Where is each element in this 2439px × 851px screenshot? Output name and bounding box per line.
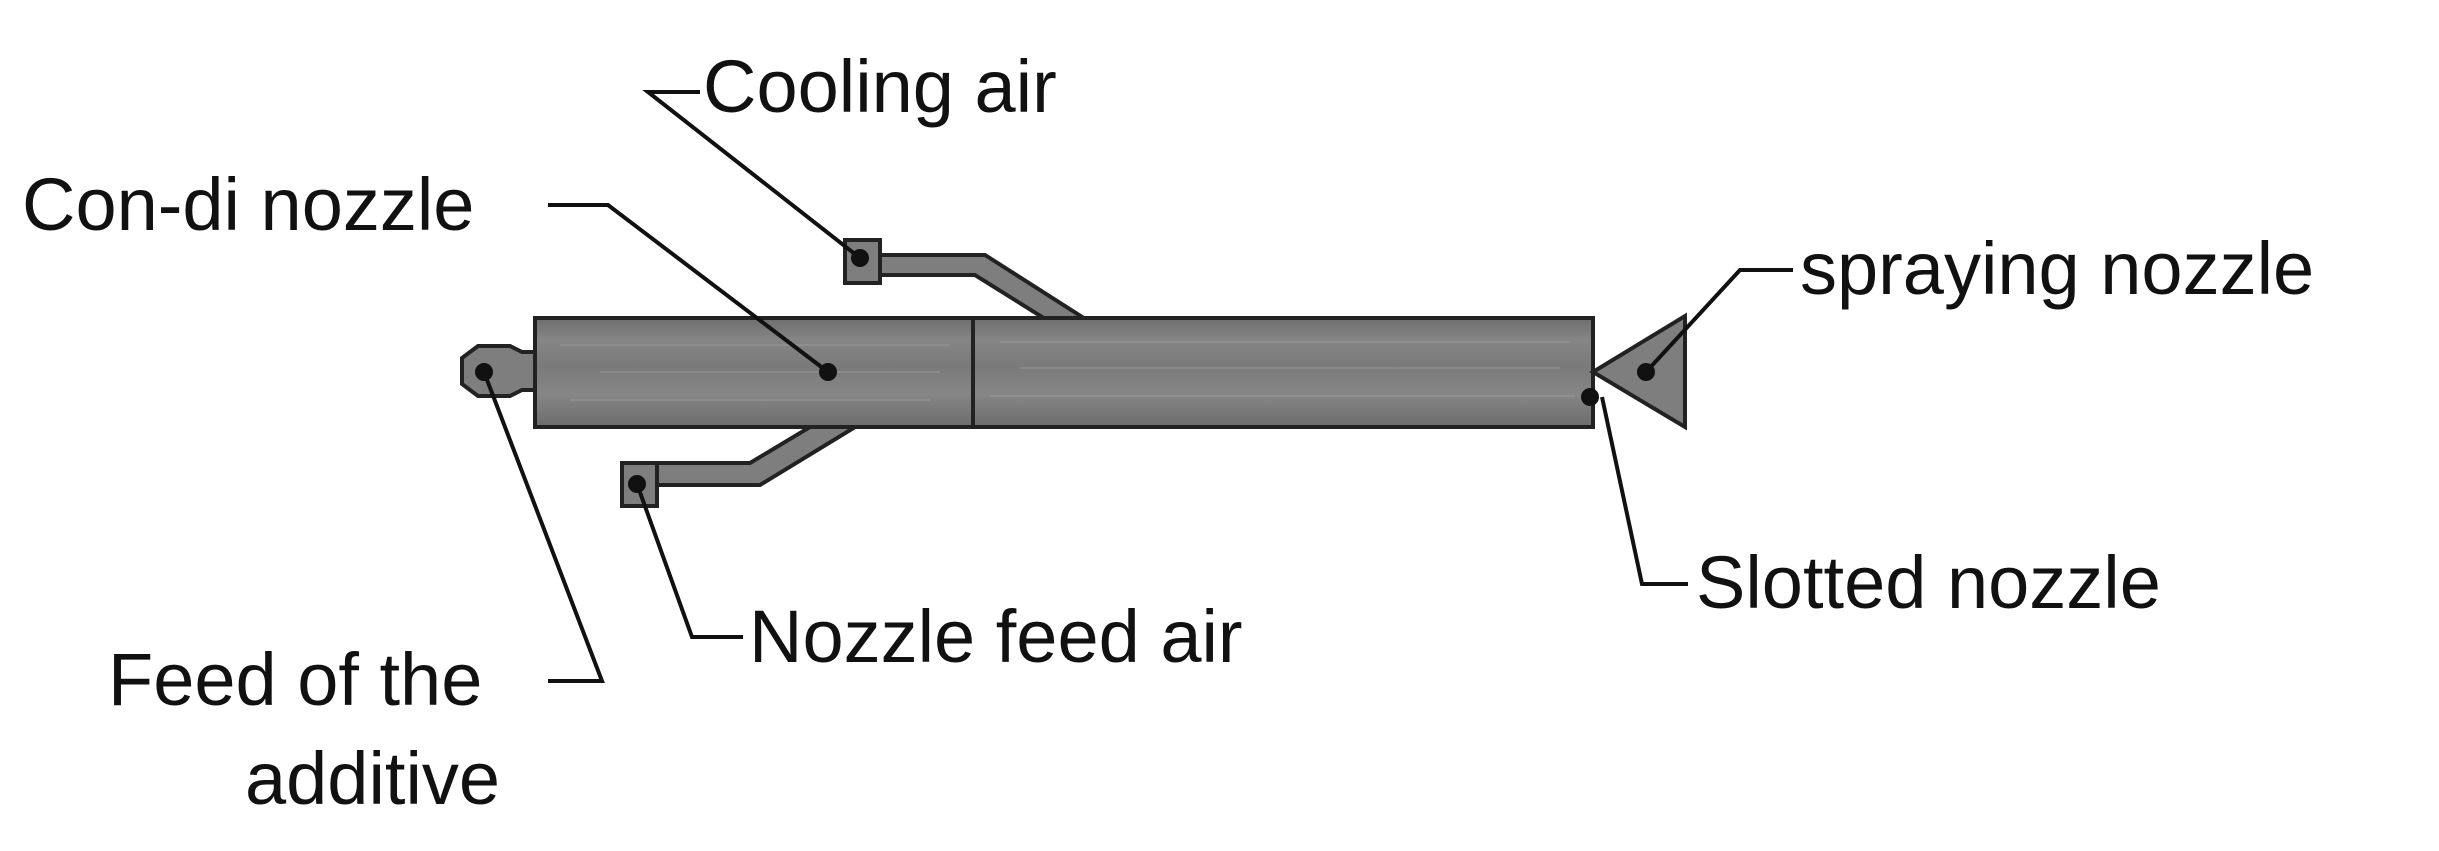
nozzle-feed-air-inlet xyxy=(620,461,659,508)
feed-of-additive-label-line2: additive xyxy=(245,737,501,820)
nozzle-feed-air-label: Nozzle feed air xyxy=(749,595,1243,678)
con-di-nozzle-dot xyxy=(819,363,837,381)
feed-of-additive-label-line1: Feed of the xyxy=(108,638,483,721)
nozzle-feed-air-leader xyxy=(635,483,743,639)
feed-of-additive-dot xyxy=(475,363,493,381)
spraying-nozzle-label: spraying nozzle xyxy=(1800,227,2315,310)
cooling-air-inlet xyxy=(843,238,882,285)
spraying-nozzle-dot xyxy=(1637,363,1655,381)
nozzle-feed-air-dot xyxy=(628,475,646,493)
cooling-air-leader xyxy=(642,90,862,260)
cooling-air-dot xyxy=(851,249,869,267)
con-di-nozzle-label: Con-di nozzle xyxy=(22,163,475,246)
con-di-nozzle-leader xyxy=(548,203,830,374)
cooling-air-label: Cooling air xyxy=(703,45,1057,128)
additive-feed-fitting xyxy=(460,344,537,398)
feed-of-additive-leader xyxy=(482,371,605,683)
slotted-nozzle-dot xyxy=(1581,388,1599,406)
cooling-air-pipe xyxy=(878,253,1097,324)
barrel-section xyxy=(971,316,1595,429)
slotted-nozzle-label: Slotted nozzle xyxy=(1696,541,2161,624)
slotted-nozzle-leader xyxy=(1600,396,1688,586)
spraying-nozzle-leader xyxy=(1644,268,1793,374)
metal-texture xyxy=(560,341,1575,401)
